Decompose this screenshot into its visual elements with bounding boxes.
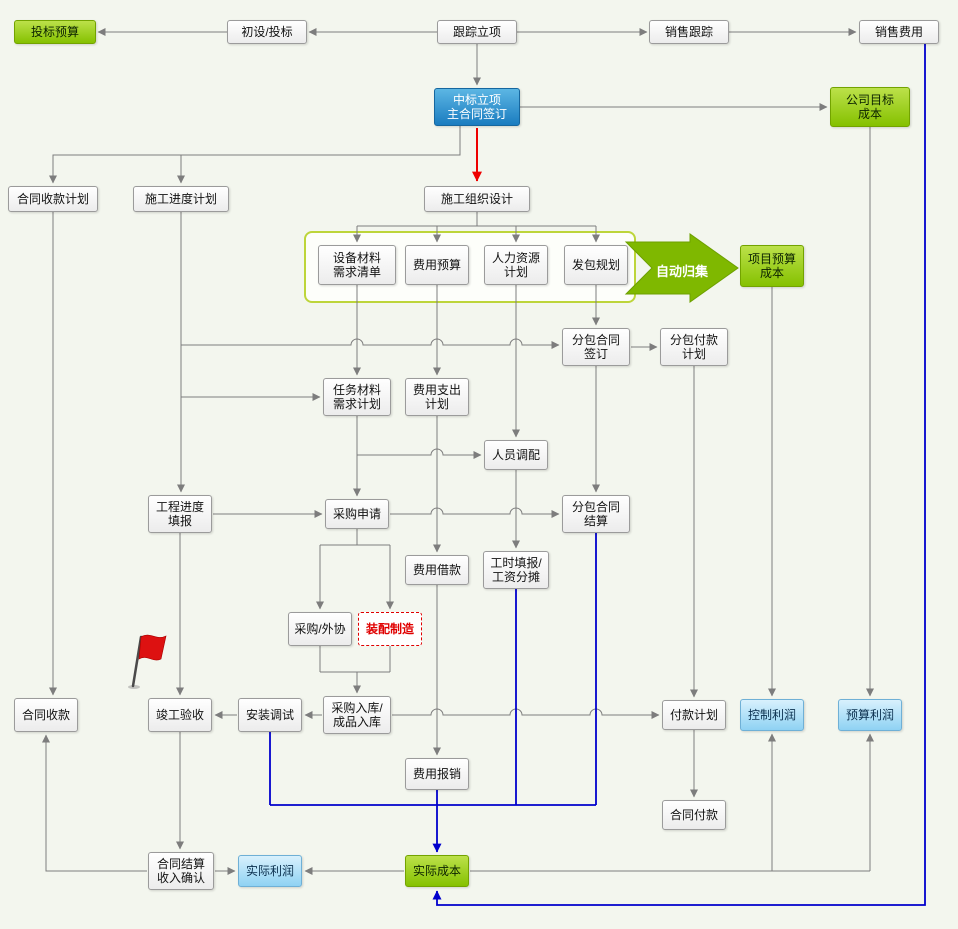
node-purchase-request: 采购申请 [325,499,389,529]
node-tender-budget: 投标预算 [14,20,96,44]
node-completion-accept: 竣工验收 [148,698,212,732]
node-hr-plan: 人力资源 计划 [484,245,548,285]
node-win-bid: 中标立项 主合同签订 [434,88,520,126]
node-progress-report: 工程进度 填报 [148,495,212,533]
node-initial-bid: 初设/投标 [227,20,307,44]
node-payment-plan: 付款计划 [662,700,726,730]
node-subcontract-sign: 分包合同 签订 [562,328,630,366]
node-actual-cost: 实际成本 [405,855,469,887]
node-equipment-material-list: 设备材料 需求清单 [318,245,396,285]
node-fee-reimburse: 费用报销 [405,758,469,790]
node-install-debug: 安装调试 [238,698,302,732]
node-outsourcing-plan: 发包规划 [564,245,628,285]
connectors-gray [42,28,874,875]
node-control-profit: 控制利润 [740,699,804,731]
node-contract-receipt: 合同收款 [14,698,78,732]
node-sales-expense: 销售费用 [859,20,939,44]
node-contract-payment: 合同付款 [662,800,726,830]
node-company-target-cost: 公司目标 成本 [830,87,910,127]
node-task-material-plan: 任务材料 需求计划 [323,378,391,416]
node-tracking-project: 跟踪立项 [437,20,517,44]
node-subcontract-settle: 分包合同 结算 [562,495,630,533]
auto-collect-arrow-icon [624,233,739,303]
node-actual-profit: 实际利润 [238,855,302,887]
node-fee-loan: 费用借款 [405,555,469,585]
node-sales-tracking: 销售跟踪 [649,20,729,44]
node-construction-schedule-plan: 施工进度计划 [133,186,229,212]
node-personnel-deploy: 人员调配 [484,440,548,470]
connectors-blue [269,44,926,906]
node-purchase-outsource: 采购/外协 [288,612,352,646]
red-flag-icon [128,634,167,689]
node-contract-receipt-plan: 合同收款计划 [8,186,98,212]
node-assembly-manufacture: 装配制造 [358,612,422,646]
node-construction-org-design: 施工组织设计 [424,186,530,212]
node-project-budget-cost: 项目预算 成本 [740,245,804,287]
node-fee-expense-plan: 费用支出 计划 [405,378,469,416]
node-time-report: 工时填报/ 工资分摊 [483,551,549,589]
node-subcontract-payment-plan: 分包付款 计划 [660,328,728,366]
node-contract-settle-income: 合同结算 收入确认 [148,852,214,890]
node-fee-budget: 费用预算 [405,245,469,285]
node-purchase-inbound: 采购入库/ 成品入库 [323,696,391,734]
node-budget-profit: 预算利润 [838,699,902,731]
